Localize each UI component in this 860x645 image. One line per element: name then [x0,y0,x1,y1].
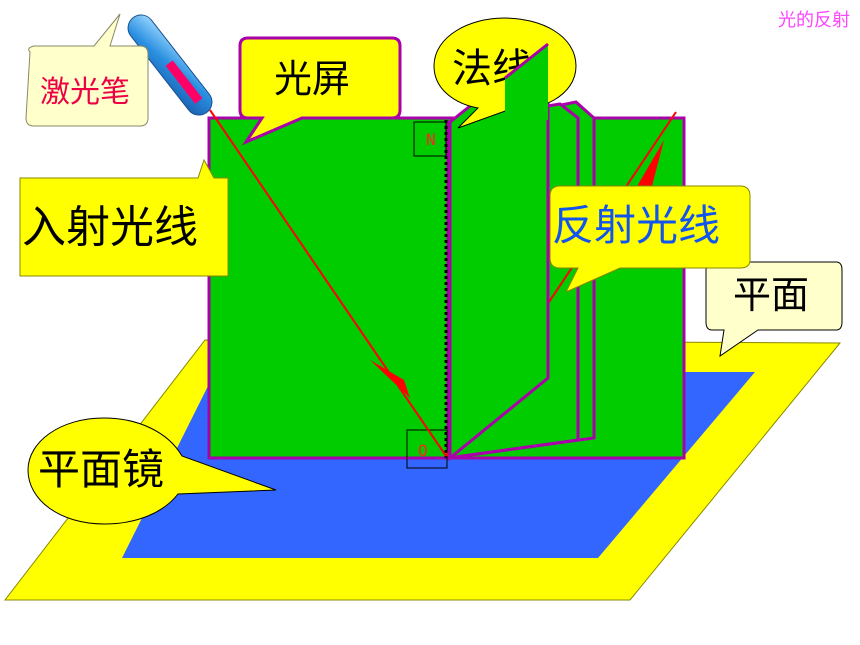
reflected-ray-arrow [636,140,664,188]
point-o-box [406,429,448,469]
screen-fold-front-edge [504,42,549,80]
plane-mirror-callout: 平面镜 [27,417,277,525]
point-o-label: O [418,441,428,460]
point-n-label: N [426,130,436,149]
reflected-ray-label: 反射光线 [552,201,720,250]
light-screen-callout: 光屏 [238,36,402,146]
point-n-box [413,121,447,157]
plane-label: 平面 [733,273,809,317]
page-title: 光的反射 [778,10,850,31]
laser-pen-label: 激光笔 [40,75,130,110]
incident-ray-callout: 入射光线 [19,158,229,277]
laser-pen-callout: 激光笔 [25,13,149,127]
reflected-ray-callout: 反射光线 [549,185,751,294]
incident-ray [209,109,447,457]
plane-mirror-label: 平面镜 [38,445,164,494]
screen-fold-front-overlap [505,44,548,120]
light-screen-label: 光屏 [274,57,350,101]
plane-callout: 平面 [705,261,843,358]
laser-pen [127,14,213,116]
incident-ray-arrow [370,360,410,398]
incident-ray-label: 入射光线 [22,202,198,253]
